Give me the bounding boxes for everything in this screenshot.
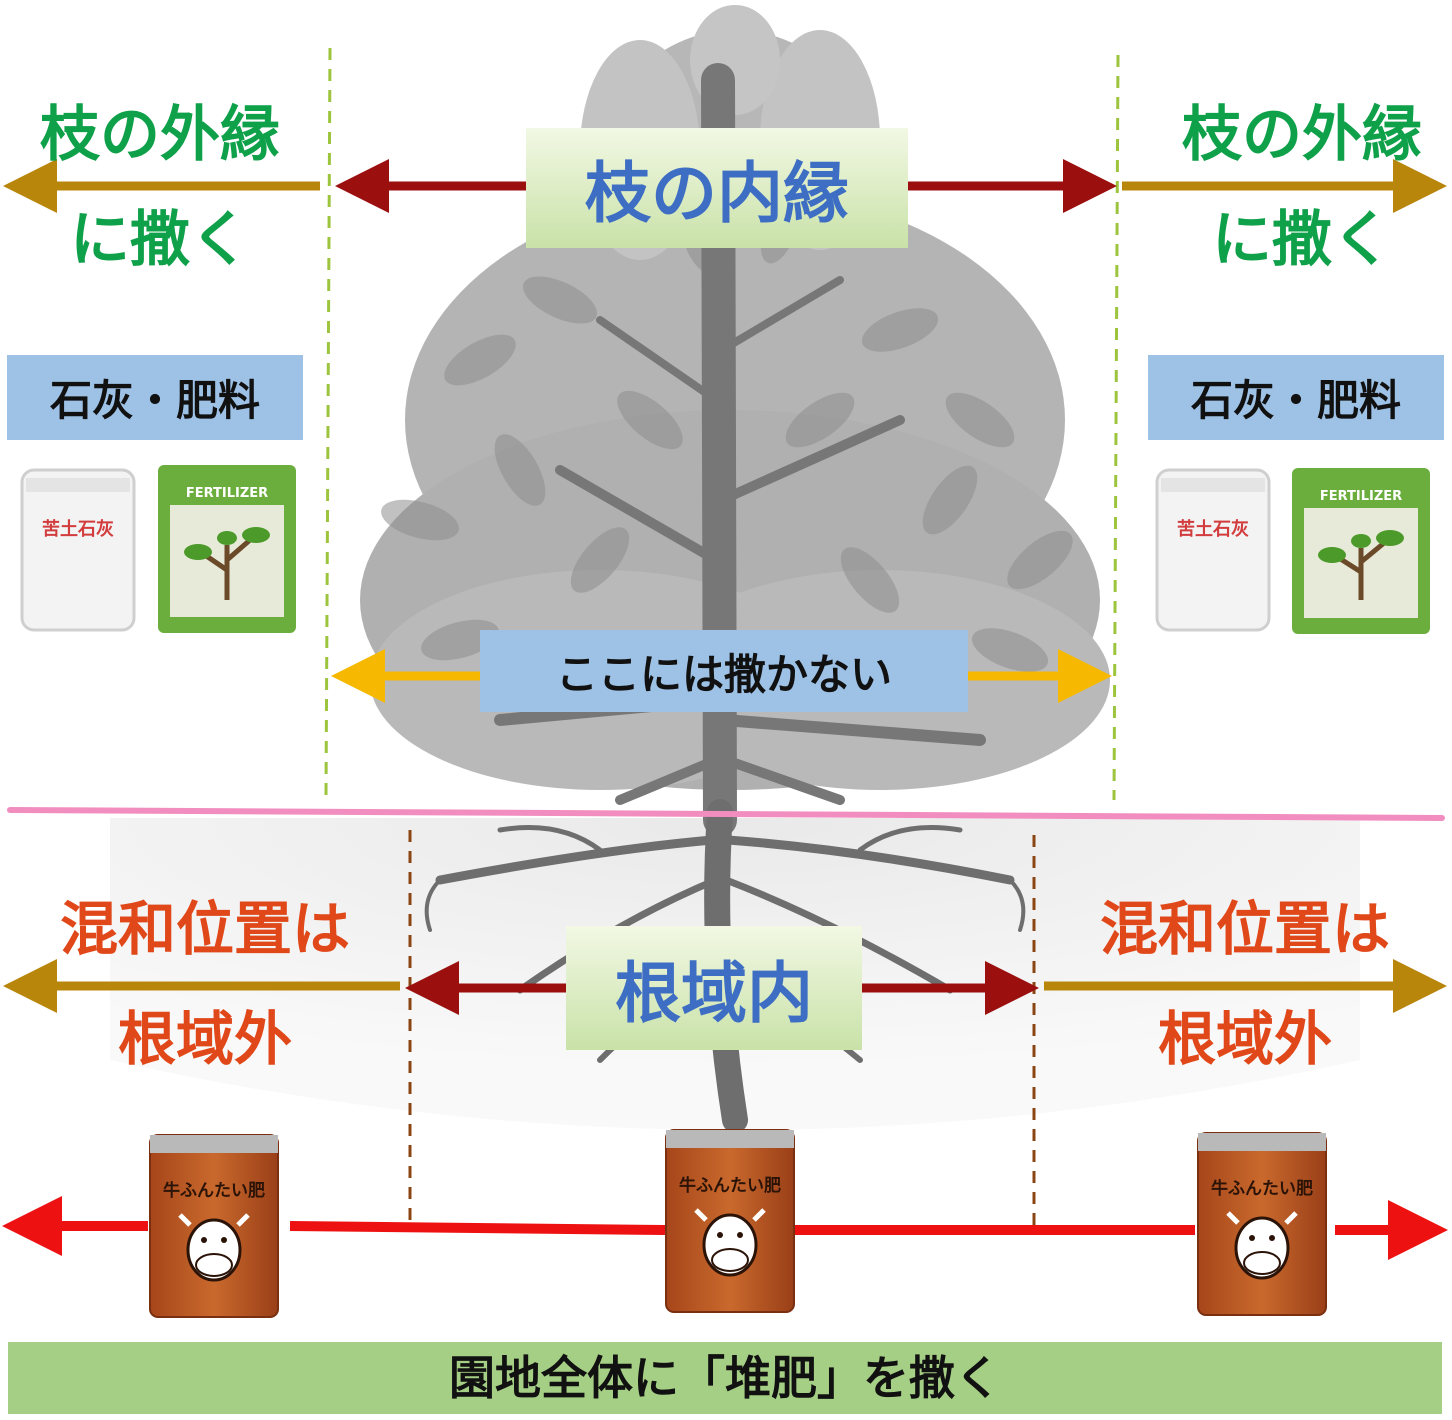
- materials-title-left: 石灰・肥料: [7, 355, 303, 440]
- compost-bag-label: 牛ふんたい肥: [679, 1175, 781, 1196]
- compost-bag-icon: 牛ふんたい肥: [1197, 1132, 1327, 1316]
- compost-bag-label: 牛ふんたい肥: [1211, 1178, 1313, 1199]
- materials-title-right: 石灰・肥料: [1148, 355, 1444, 440]
- root-right-label-line1: 混和位置は: [1099, 895, 1390, 963]
- bottom-banner-text: 園地全体に「堆肥」を撒く: [449, 1351, 1001, 1405]
- bottom-banner-bg: [8, 1342, 1442, 1414]
- lime-bag-label-right: 苦土石灰: [1177, 518, 1249, 540]
- canopy-boundary-left: [324, 47, 332, 796]
- outer-left-label-line2: に撒く: [70, 205, 250, 275]
- outer-right-label-line1: 枝の外縁: [1182, 100, 1422, 170]
- fertilizer-bag-label-right: FERTILIZER: [1320, 489, 1402, 504]
- no-spread-note: ここには撒かない: [480, 630, 968, 712]
- cow-face-icon: [1226, 1211, 1298, 1280]
- outer-right-label-line2: に撒く: [1212, 205, 1392, 275]
- ground-line: [7, 807, 1445, 821]
- cow-face-icon: [178, 1213, 250, 1282]
- lime-bag-icon: 苦土石灰: [20, 468, 136, 632]
- root-left-label-line2: 根域外: [117, 1005, 292, 1073]
- canopy-boundary-right: [1112, 54, 1120, 801]
- seedling-icon: [1337, 541, 1386, 600]
- seedling-icon: [203, 538, 252, 600]
- compost-bag-label: 牛ふんたい肥: [163, 1180, 265, 1201]
- arrow-compost-mid-left: [289, 1221, 666, 1235]
- root-right-label-line2: 根域外: [1157, 1005, 1332, 1073]
- compost-bag-icon: 牛ふんたい肥: [665, 1129, 795, 1313]
- root-left-label-line1: 混和位置は: [59, 895, 350, 963]
- inner-canopy-label: 枝の内縁: [526, 128, 908, 248]
- compost-bag-icon: 牛ふんたい肥: [149, 1134, 279, 1318]
- cow-face-icon: [694, 1208, 766, 1277]
- lime-bag-label-left: 苦土石灰: [42, 518, 114, 540]
- inner-root-label: 根域内: [566, 926, 862, 1050]
- fertilizer-bag-label-left: FERTILIZER: [186, 486, 268, 501]
- fertilizer-bag-icon: FERTILIZER: [1292, 468, 1430, 634]
- lime-bag-icon: 苦土石灰: [1155, 468, 1271, 632]
- fertilizer-bag-icon: FERTILIZER: [158, 465, 296, 633]
- outer-left-label-line1: 枝の外縁: [40, 100, 280, 170]
